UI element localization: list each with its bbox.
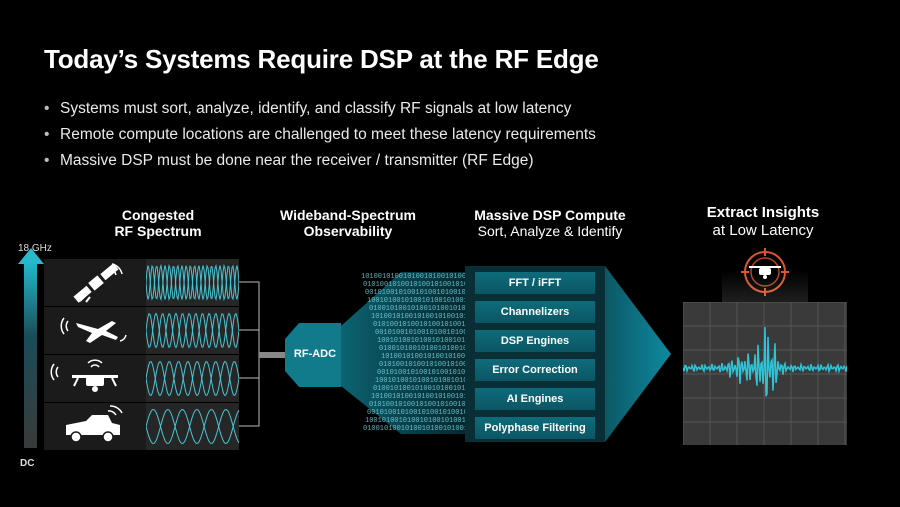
bullet-item: • Massive DSP must be done near the recei… [44, 148, 596, 174]
binary-row: 0010100101001010010100101001 [367, 409, 481, 417]
binary-row: 0100101001010010100101001010 [379, 345, 481, 353]
heading-insights: Extract Insights at Low Latency [688, 204, 838, 240]
heading-line: RF Spectrum [114, 223, 202, 239]
binary-row: 1010010100101001010010100101 [361, 273, 479, 281]
bullet-dot: • [44, 100, 50, 117]
sine-trace [146, 263, 239, 302]
binary-row: 1001010010100101001010010100 [367, 297, 481, 305]
binary-row: 0010100101001010010100101001 [365, 289, 481, 297]
binary-row: 0101001010010100101001010010 [363, 281, 481, 289]
dsp-item-polyphase: Polyphase Filtering [475, 417, 595, 439]
insight-scope [682, 301, 848, 445]
signal-burst-trace [682, 326, 848, 397]
heading-line: Extract Insights [706, 204, 820, 221]
rf-adc-label: RF-ADC [293, 348, 337, 360]
dsp-item-fft: FFT / iFFT [475, 272, 595, 294]
waveform-high-frequency [146, 259, 239, 306]
waveform-mid-low-frequency [146, 355, 239, 402]
frequency-arrowhead [18, 248, 44, 264]
armored-vehicle-icon [46, 403, 142, 450]
bullet-text: Massive DSP must be done near the receiv… [60, 152, 534, 169]
dsp-item-error-correction: Error Correction [475, 359, 595, 381]
binary-row: 0100101001010010100101001010 [369, 305, 481, 313]
rf-adc-block [285, 323, 341, 387]
heading-line: Sort, Analyze & Identify [477, 223, 623, 239]
sine-trace [146, 360, 239, 397]
binary-row: 0100101001010010100101001010 [363, 425, 481, 433]
heading-line: Massive DSP Compute [474, 207, 626, 223]
satellite-icon [46, 259, 142, 306]
binary-row: 0101001010010100101001010010 [373, 321, 481, 329]
heading-congested-spectrum: Congested RF Spectrum [98, 207, 218, 239]
binary-row: 0010100101001010010100101001 [377, 369, 481, 377]
dsp-panel [465, 266, 605, 442]
heading-line: Wideband-Spectrum [280, 207, 416, 223]
heading-line: Observability [303, 223, 393, 239]
dsp-item-dsp-engines: DSP Engines [475, 330, 595, 352]
binary-row: 0101001010010100101001010010 [379, 361, 481, 369]
slide-title: Today’s Systems Require DSP at the RF Ed… [44, 44, 599, 74]
bullet-text: Remote compute locations are challenged … [60, 126, 596, 143]
spectrum-connector-lines [239, 281, 287, 427]
binary-row: 0010100101001010010100101001 [375, 329, 481, 337]
waveform-mid-high-frequency [146, 307, 239, 354]
heading-dsp-compute: Massive DSP Compute Sort, Analyze & Iden… [460, 207, 640, 239]
output-arrow [605, 266, 671, 442]
binary-data-stream: 1010010100101001010010100101010100101001… [341, 272, 481, 434]
bullet-item: • Remote compute locations are challenged… [44, 122, 596, 148]
sine-trace [146, 408, 239, 445]
dsp-item-ai-engines: AI Engines [475, 388, 595, 410]
scope-waveform [682, 301, 848, 445]
bullet-list: • Systems must sort, analyze, identify, a… [44, 96, 596, 174]
bullet-item: • Systems must sort, analyze, identify, a… [44, 96, 596, 122]
bullet-dot: • [44, 126, 50, 143]
binary-row: 0101001010010100101001010010 [369, 401, 481, 409]
sine-trace [146, 408, 239, 445]
binary-row: 1001010010100101001010010100 [377, 337, 481, 345]
frequency-axis-bar [24, 262, 37, 448]
heading-line: Congested [121, 207, 195, 223]
beam-glow [722, 270, 808, 302]
heading-observability: Wideband-Spectrum Observability [268, 207, 428, 239]
waveform-low-frequency [146, 403, 239, 450]
binary-row: 0100101001010010100101001010 [373, 385, 481, 393]
binary-row: 1010010100101001010010100101 [381, 353, 481, 361]
heading-line: at Low Latency [712, 222, 814, 239]
bullet-dot: • [44, 152, 50, 169]
drone-icon [46, 355, 142, 402]
binary-row: 1001010010100101001010010100 [375, 377, 481, 385]
sine-trace [146, 312, 239, 349]
binary-row: 1010010100101001010010100101 [371, 393, 481, 401]
axis-bottom-label: DC [20, 458, 35, 469]
binary-row: 1001010010100101001010010100 [365, 417, 481, 425]
bullet-text: Systems must sort, analyze, identify, an… [60, 100, 572, 117]
target-drone-icon [741, 248, 789, 296]
binary-row: 1010010100101001010010100101 [371, 313, 481, 321]
dsp-item-channelizers: Channelizers [475, 301, 595, 323]
fighter-jet-icon [46, 307, 142, 354]
